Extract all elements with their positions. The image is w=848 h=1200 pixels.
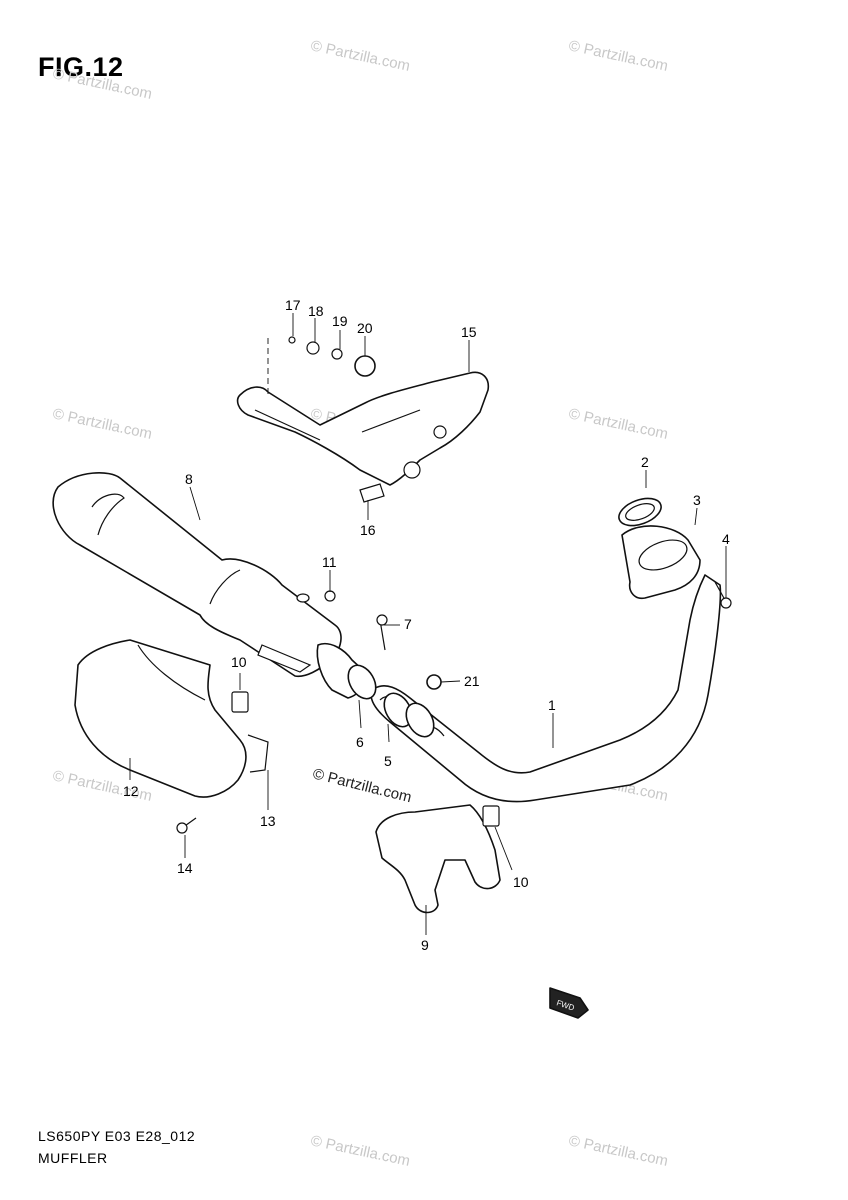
watermark: © Partzilla.com [309, 1132, 411, 1170]
leader-lines [129, 313, 727, 935]
callout-21: 21 [464, 673, 480, 689]
callout-12: 12 [123, 783, 139, 799]
callout-14: 14 [177, 860, 193, 876]
callout-7: 7 [404, 616, 412, 632]
clamp-part-6 [347, 614, 388, 700]
watermark: © Partzilla.com [567, 1132, 669, 1170]
callout-8: 8 [185, 471, 193, 487]
callout-18: 18 [308, 303, 324, 319]
callout-6: 6 [356, 734, 364, 750]
watermark: © Partzilla.com [309, 37, 411, 75]
callout-19: 19 [332, 313, 348, 329]
callout-3: 3 [693, 492, 701, 508]
callout-10a: 10 [231, 654, 247, 670]
gasket-part-5 [383, 692, 435, 738]
callout-20: 20 [357, 320, 373, 336]
bracket-part-15 [236, 336, 490, 503]
flange-parts [618, 497, 732, 609]
callout-1: 1 [548, 697, 556, 713]
figure-title: FIG.12 [38, 52, 124, 82]
watermark: © Partzilla.com [51, 65, 153, 103]
callout-9: 9 [421, 937, 429, 953]
mount-bracket-part-9 [375, 804, 501, 914]
bolt-parts [324, 590, 442, 690]
callout-2: 2 [641, 454, 649, 470]
callout-15: 15 [461, 324, 477, 340]
fwd-arrow-icon: FWD [549, 987, 589, 1019]
callout-13: 13 [260, 813, 276, 829]
callout-17: 17 [285, 297, 301, 313]
callout-10b: 10 [513, 874, 529, 890]
watermark: © Partzilla.com [567, 37, 669, 75]
center-watermark: © Partzilla.com [311, 765, 413, 806]
heat-shield-part-12 [74, 639, 269, 834]
watermark: © Partzilla.com [51, 405, 153, 443]
diagram-name: MUFFLER [38, 1150, 108, 1166]
callouts: 1 2 3 4 5 6 7 8 9 10 10 11 12 13 14 15 1… [123, 297, 730, 953]
callout-11: 11 [322, 554, 337, 570]
diagram-code: LS650PY E03 E28_012 [38, 1128, 196, 1144]
callout-4: 4 [722, 531, 730, 547]
watermark: © Partzilla.com [567, 405, 669, 443]
exhaust-pipe-part-1 [370, 574, 722, 803]
callout-16: 16 [360, 522, 376, 538]
callout-5: 5 [384, 753, 392, 769]
